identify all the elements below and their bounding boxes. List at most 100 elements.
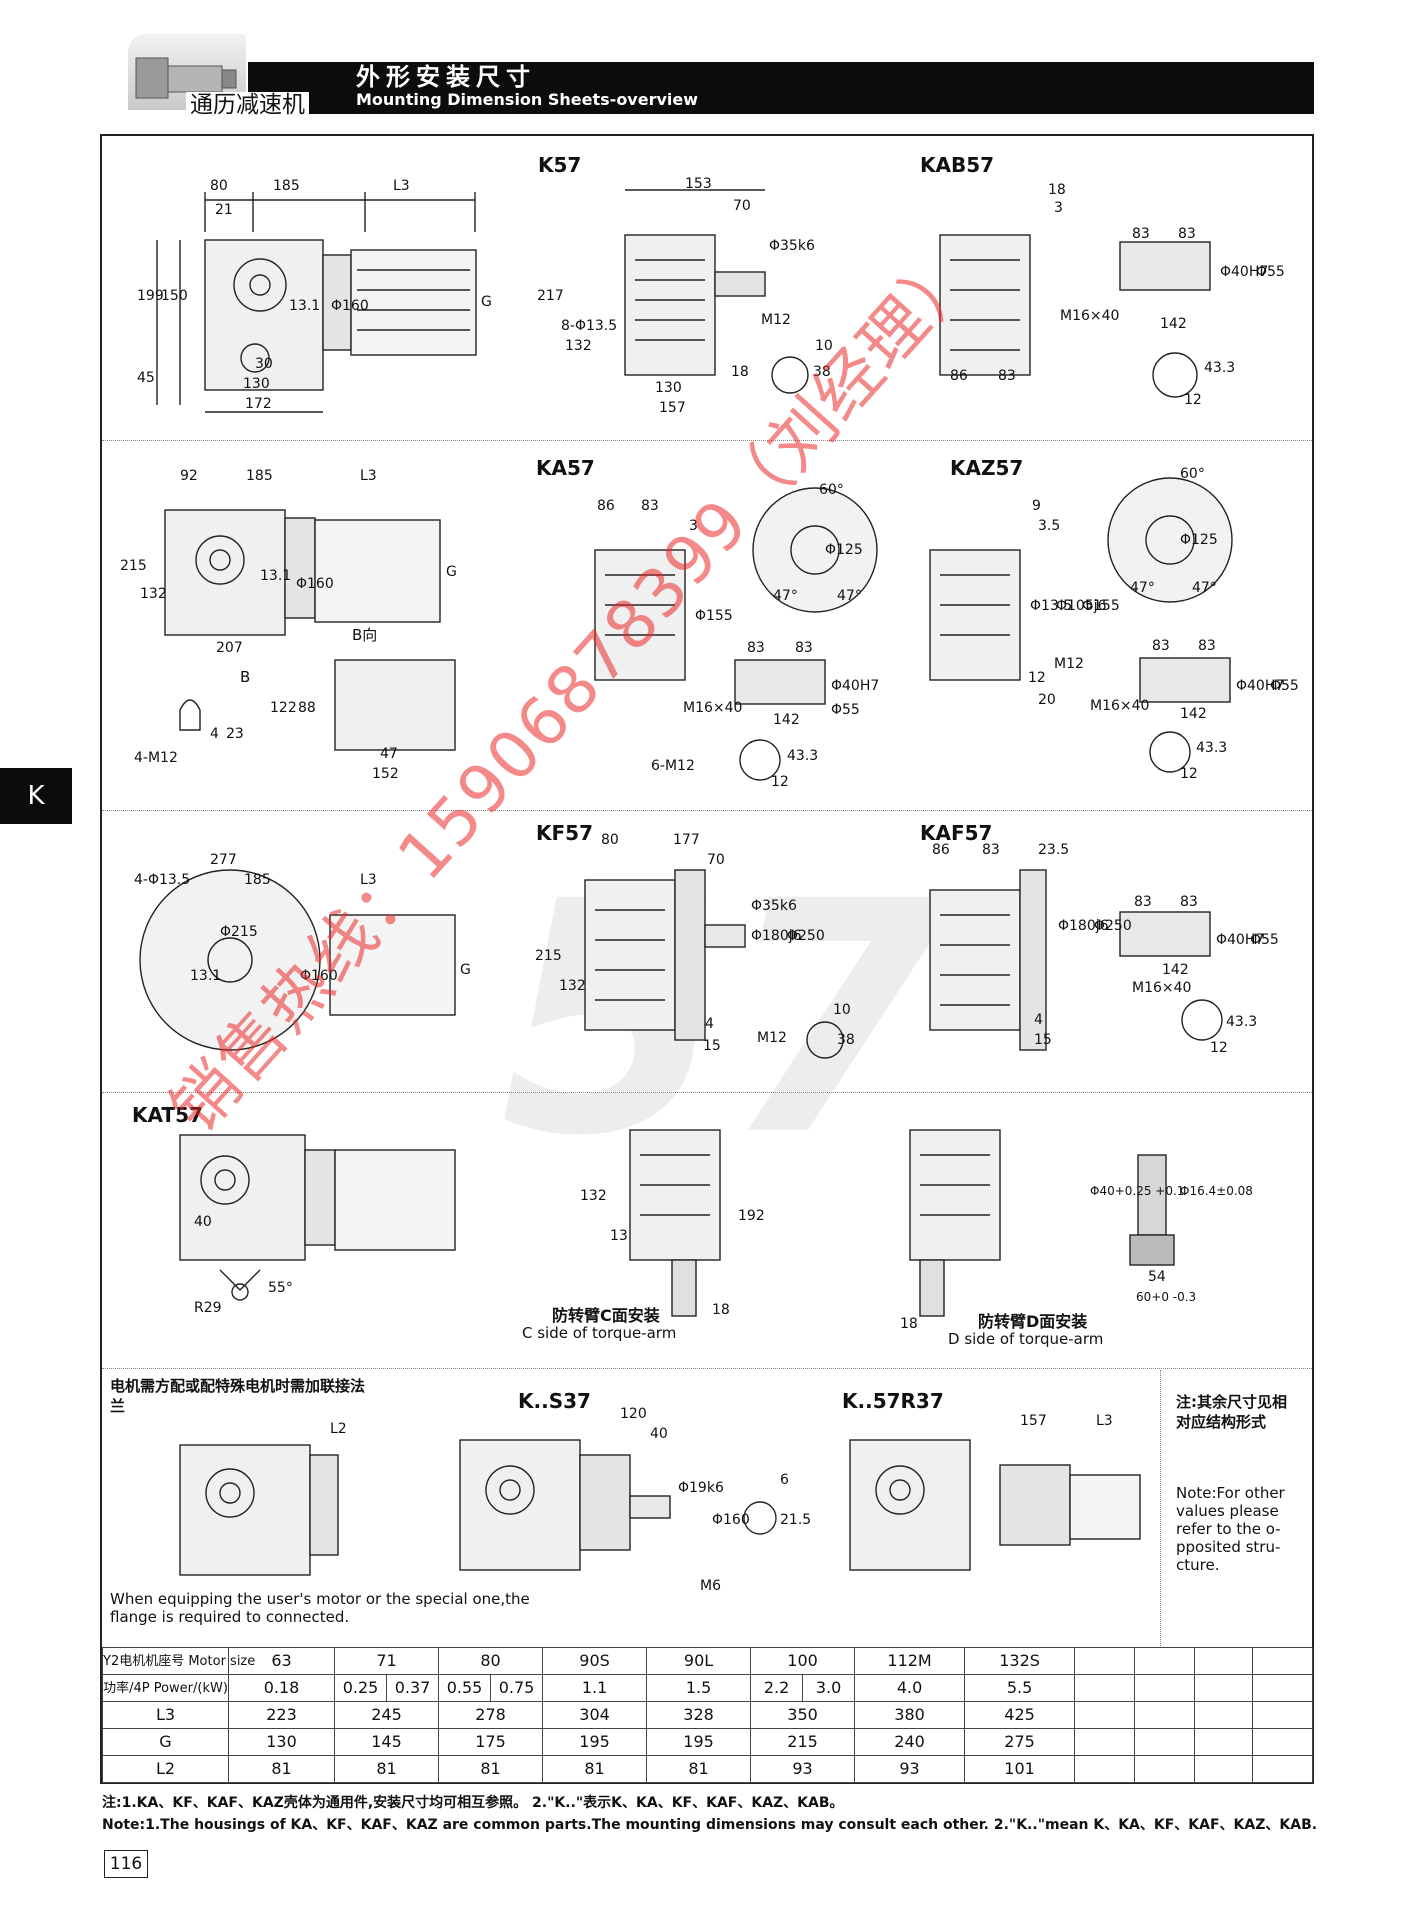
table-cell: 63 xyxy=(227,1647,336,1675)
ka57-side-dim-labels: 92 185 L3 215 132 13.1 Φ160 G 207 122 88… xyxy=(120,468,457,782)
table-cell: 81 xyxy=(438,1755,544,1783)
k57-front-dim: 8-Φ13.5 xyxy=(561,318,617,334)
table-cell: 80 xyxy=(438,1647,544,1675)
kaf57-dim: Φ55 xyxy=(1250,932,1279,948)
table-row: Y2电机机座号 Motor size 63 71 80 90S 90L 100 … xyxy=(102,1647,1314,1675)
kat57-c-dim: 192 xyxy=(738,1208,765,1224)
kf57-side-dim-labels: 4-Φ13.5 277 185 L3 Φ215 13.1 Φ160 G xyxy=(134,852,471,984)
section-label-ks37: K..S37 xyxy=(518,1389,591,1413)
table-cell: 130 xyxy=(227,1728,336,1756)
kat57-c-drawing: 132 13 192 18 xyxy=(580,1129,765,1318)
kaz57-dim: 3.5 xyxy=(1038,518,1060,534)
kat57-dim: 55° xyxy=(268,1280,293,1296)
k57-dim: 30 xyxy=(255,356,273,372)
table-cell-empty xyxy=(1194,1701,1254,1729)
ka57-front-dim: Φ155 xyxy=(695,608,733,624)
ka57-front-dim: 3 xyxy=(689,518,698,534)
kab57-dim: 86 xyxy=(950,368,968,384)
table-cell-empty xyxy=(1194,1674,1254,1702)
page-title: 外形安装尺寸 xyxy=(356,63,536,91)
section-label-kaf57: KAF57 xyxy=(920,821,993,845)
kaz57-dim: Φ105j6 xyxy=(1056,598,1107,614)
table-cell: 195 xyxy=(542,1728,648,1756)
table-cell: 223 xyxy=(227,1701,336,1729)
torque-arm-c-cn: 防转臂C面安装 xyxy=(552,1306,660,1325)
k57-dim: 45 xyxy=(137,370,155,386)
kat57-c-dim: 18 xyxy=(712,1302,730,1318)
table-row-header: G xyxy=(102,1728,229,1756)
kaf57-dim: Φ250 xyxy=(1094,918,1132,934)
header-bar xyxy=(248,62,1314,114)
kaf57-dim: 43.3 xyxy=(1226,1014,1257,1030)
ka57-front-dim: 86 xyxy=(597,498,615,514)
motor-flange-note-cn: 电机需方配或配特殊电机时需加联接法兰 xyxy=(110,1377,366,1415)
kf57-front-dim: Φ180j6 xyxy=(751,928,802,944)
table-cell: 240 xyxy=(854,1728,966,1756)
motor-spec-table: Y2电机机座号 Motor size 63 71 80 90S 90L 100 … xyxy=(102,1647,1314,1783)
table-row-header: L2 xyxy=(102,1755,229,1783)
side-note-cn: 注:其余尺寸见相对应结构形式 xyxy=(1176,1393,1287,1431)
k57-front-dim: Φ35k6 xyxy=(769,238,815,254)
table-cell: 4.0 xyxy=(854,1674,966,1702)
side-tab-k[interactable]: K xyxy=(0,768,72,824)
table-row: L2 81 81 81 81 81 93 93 101 xyxy=(102,1755,1314,1783)
table-cell: 90L xyxy=(646,1647,752,1675)
kaf57-dim: 83 xyxy=(1180,894,1198,910)
k57-front-dim: 10 xyxy=(815,338,833,354)
ka57-front-dim: 43.3 xyxy=(787,748,818,764)
ks37-drawing: 120 40 Φ19k6 Φ160 M6 6 21.5 xyxy=(459,1406,811,1594)
kf57-front-dim: 215 xyxy=(535,948,562,964)
k57-dim: 150 xyxy=(161,288,188,304)
k57r37-drawing: 157 L3 xyxy=(849,1413,1141,1571)
ka57-front-drawing: 86 83 3 Φ155 83 83 M16×40 142 Φ40H7 Φ55 … xyxy=(594,482,879,790)
table-cell-empty xyxy=(1252,1647,1314,1675)
ka57-front-dim: Φ55 xyxy=(831,702,860,718)
kf57-dim: 185 xyxy=(244,872,271,888)
k57-front-dim: 18 xyxy=(731,364,749,380)
ks37-dim: Φ19k6 xyxy=(678,1480,724,1496)
ka57-dim: Φ160 xyxy=(296,576,334,592)
kf57-front-dim: 132 xyxy=(559,978,586,994)
kaf57-dim: 142 xyxy=(1162,962,1189,978)
kaz57-dim-labels: 60° Φ125 47° 47° 9 3.5 Φ13.5 Φ105j6 Φ155… xyxy=(1028,466,1299,782)
kf57-front-dim: 177 xyxy=(673,832,700,848)
kaz57-dim: 9 xyxy=(1032,498,1041,514)
motor-flange-drawing: L2 xyxy=(179,1421,347,1576)
table-cell-empty xyxy=(1074,1674,1136,1702)
section-label-kat57: KAT57 xyxy=(132,1103,203,1127)
section-label-kaz57: KAZ57 xyxy=(950,456,1024,480)
kf57-dim: Φ215 xyxy=(220,924,258,940)
ks37-dim: 120 xyxy=(620,1406,647,1422)
kaz57-dim: Φ125 xyxy=(1180,532,1218,548)
kab57-dim-labels: 18 3 83 83 M16×40 142 Φ40H7 Φ55 86 83 43… xyxy=(950,182,1285,408)
k57-dim: 130 xyxy=(243,376,270,392)
k57-dim: 21 xyxy=(215,202,233,218)
kat57-detail-dim: Φ40+0.25 +0.1 xyxy=(1090,1184,1184,1198)
ka57-dim: 92 xyxy=(180,468,198,484)
kaf57-dim: Φ180j6 xyxy=(1058,918,1109,934)
kf57-dim: 277 xyxy=(210,852,237,868)
section-divider xyxy=(102,1092,1312,1093)
kab57-dim: 142 xyxy=(1160,316,1187,332)
kaz57-dim: M16×40 xyxy=(1090,698,1149,714)
ka57-front-dim: 83 xyxy=(641,498,659,514)
ks37-dim: 6 xyxy=(780,1472,789,1488)
table-cell-empty xyxy=(1194,1647,1254,1675)
table-cell-empty xyxy=(1074,1701,1136,1729)
ks37-dim: Φ160 xyxy=(712,1512,750,1528)
kf57-dim: 13.1 xyxy=(190,968,221,984)
kaz57-dim: Φ155 xyxy=(1082,598,1120,614)
ka57-dim: 4-M12 xyxy=(134,750,178,766)
table-cell: 3.0 xyxy=(802,1674,856,1702)
table-cell: 195 xyxy=(646,1728,752,1756)
table-cell: 100 xyxy=(750,1647,856,1675)
kat57-d-dim: 18 xyxy=(900,1316,918,1332)
ka57-front-dim: 83 xyxy=(795,640,813,656)
kaf57-dim: 12 xyxy=(1210,1040,1228,1056)
torque-arm-c-en: C side of torque-arm xyxy=(522,1324,677,1342)
kat57-detail-dim: Φ16.4±0.08 xyxy=(1180,1184,1253,1198)
k57-dim: 172 xyxy=(245,396,272,412)
ks37-dim: M6 xyxy=(700,1578,721,1594)
k57-dim: 199 xyxy=(137,288,164,304)
kf57-dim: G xyxy=(460,962,471,978)
